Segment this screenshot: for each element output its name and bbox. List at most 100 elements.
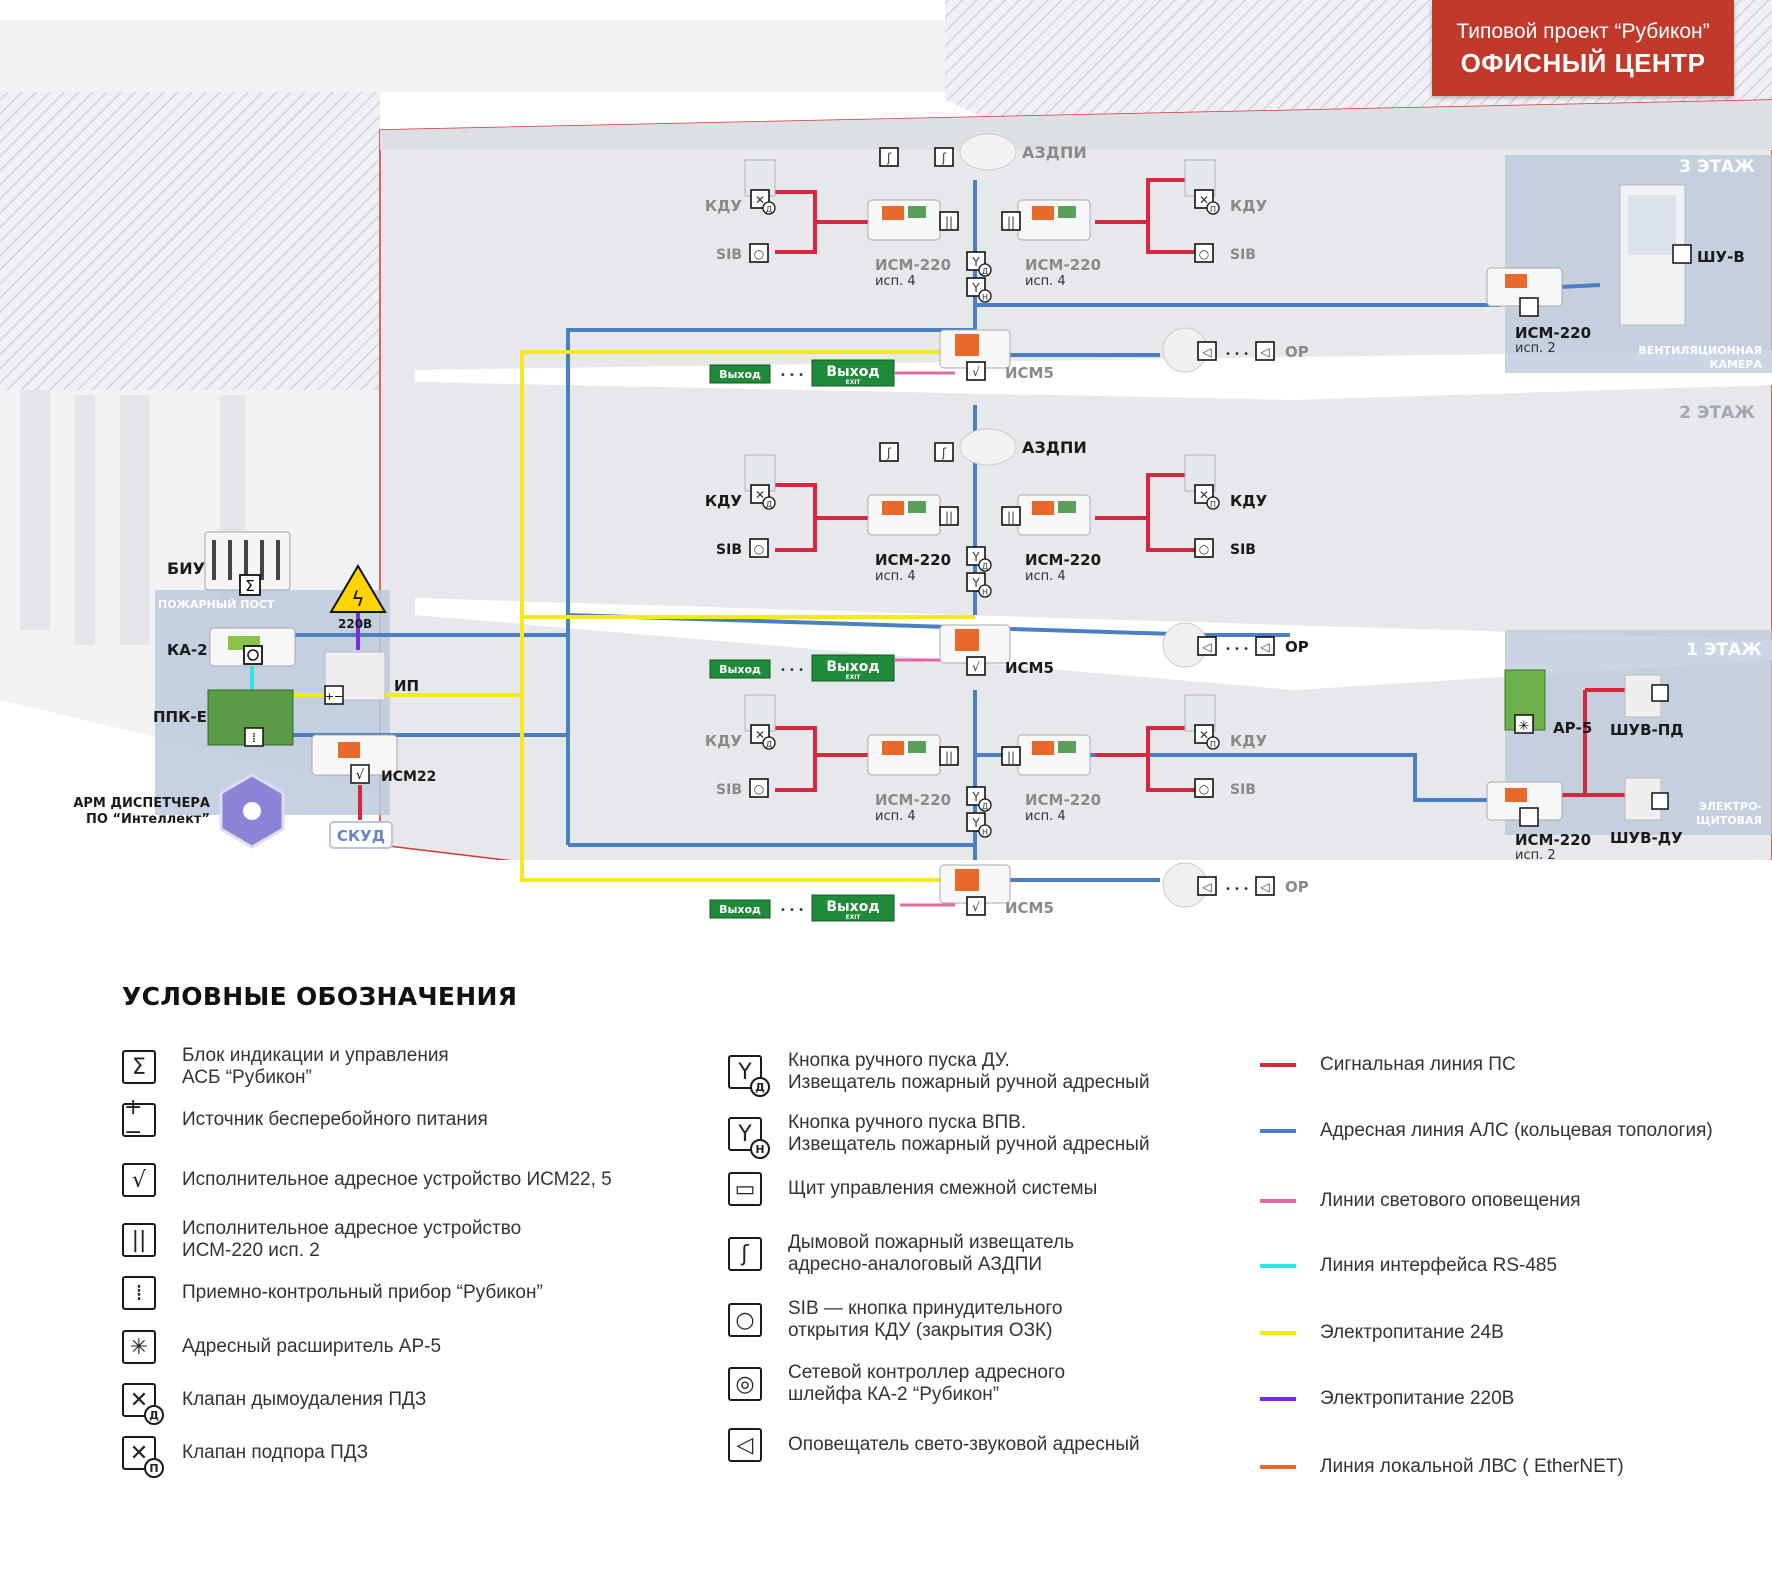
- sib-label: SIB: [716, 782, 742, 798]
- legend-item: Линия локальной ЛВС ( EtherNET): [1260, 1456, 1624, 1478]
- speaker-icon: [1197, 341, 1217, 361]
- check-icon: √: [122, 1163, 156, 1197]
- speaker-icon: [1197, 636, 1217, 656]
- legend-text: Линии светового оповещения: [1320, 1190, 1581, 1211]
- post-equipment: Σ БИУ КА-2 ⁞ ППК-Е +− ИП ϟ 220В √ ИСМ22 …: [73, 531, 436, 849]
- line-swatch: [1260, 1465, 1296, 1469]
- line-swatch: [1260, 1264, 1296, 1268]
- manual-du-icon-glyph: Y: [971, 790, 980, 804]
- manual-vpv-icon-glyph: Y: [971, 816, 980, 830]
- icon-subscript: П: [144, 1458, 164, 1478]
- smoke-detector-icon: [934, 147, 954, 167]
- elec-room-label-2: ЩИТОВАЯ: [1696, 814, 1762, 827]
- svg-text:⁞: ⁞: [252, 731, 256, 746]
- icon-subscript: Н: [750, 1139, 770, 1159]
- ism5-label: ИСМ5: [1005, 364, 1054, 382]
- legend-text: Щит управления смежной системы: [788, 1178, 1098, 1199]
- valve-p-icon: ✕П: [122, 1436, 164, 1478]
- panel-icon: [1651, 792, 1669, 810]
- manual-vpv-icon-glyph: Y: [971, 576, 980, 590]
- sib-label: SIB: [1230, 247, 1256, 263]
- check-icon: [350, 764, 370, 784]
- sigma-icon: [239, 574, 261, 596]
- manual-du-icon-sub: Д: [982, 802, 988, 811]
- legend-item: ◎Сетевой контроллер адресного шлейфа КА-…: [728, 1362, 1065, 1406]
- valve-p-icon-sub: П: [1210, 500, 1216, 509]
- ism220-right-sub: исп. 4: [1025, 809, 1066, 824]
- exit-sub-label: EXIT: [845, 674, 861, 681]
- ip-label: ИП: [394, 677, 419, 695]
- or-label: ОР: [1285, 343, 1309, 361]
- check-icon: [966, 656, 986, 676]
- ism220-vent-label: ИСМ-220: [1515, 324, 1591, 342]
- shuv-pd-label: ШУВ-ПД: [1610, 721, 1684, 739]
- double-bar-icon: [1519, 807, 1539, 827]
- legend-item: ||Исполнительное адресное устройство ИСМ…: [122, 1218, 521, 1262]
- sigma-icon: Σ: [122, 1050, 156, 1084]
- ism220-right-sub: исп. 4: [1025, 569, 1066, 584]
- legend-text: Адресный расширитель АР-5: [182, 1336, 442, 1357]
- biu-label: БИУ: [167, 559, 205, 578]
- panel-icon: ▭: [728, 1172, 762, 1206]
- valve-du-icon-glyph: ✕: [755, 193, 765, 207]
- dots: • • •: [1225, 884, 1249, 895]
- sib-button-icon: [1194, 538, 1214, 558]
- ism220-left-sub: исп. 4: [875, 809, 916, 824]
- kdu-label: КДУ: [705, 492, 743, 510]
- ups-icon: +−: [122, 1095, 156, 1145]
- double-bar-icon: [939, 211, 959, 231]
- smoke-detector-icon-glyph: ʃ: [886, 151, 892, 165]
- icon-subscript: Д: [144, 1405, 164, 1425]
- or-label: ОР: [1285, 878, 1309, 896]
- line-swatch: [1260, 1063, 1296, 1067]
- hazard-icon: [329, 564, 387, 613]
- ism220-right-label: ИСМ-220: [1025, 551, 1101, 569]
- speaker-icon-glyph: ◁: [1201, 880, 1211, 894]
- legend-text: Электропитание 24В: [1320, 1322, 1504, 1343]
- dots: • • •: [780, 370, 804, 381]
- sib-button-icon: [749, 538, 769, 558]
- sib-label: SIB: [716, 542, 742, 558]
- floor-2-label: 2 ЭТАЖ: [1679, 403, 1755, 423]
- ism220-vent-sub: исп. 2: [1515, 341, 1556, 356]
- legend-text: Дымовой пожарный извещатель адресно-анал…: [788, 1232, 1074, 1275]
- exit-big-label: Выход: [826, 364, 879, 380]
- ism220-left-label: ИСМ-220: [875, 551, 951, 569]
- manual-du-icon-sub: Д: [982, 562, 988, 571]
- line-swatch: [1260, 1129, 1296, 1133]
- ka2-controller-icon: ◎: [728, 1367, 762, 1401]
- check-icon-glyph: √: [972, 900, 980, 914]
- double-bar-icon: [1001, 211, 1021, 231]
- check-icon-glyph: √: [972, 660, 980, 674]
- floor-3-label: 3 ЭТАЖ: [1679, 157, 1755, 177]
- legend-text: Оповещатель свето-звуковой адресный: [788, 1434, 1140, 1455]
- smoke-detector-icon-glyph: ʃ: [941, 151, 947, 165]
- ism220-right-sub: исп. 4: [1025, 274, 1066, 289]
- smoke-detector-icon-glyph: ʃ: [886, 446, 892, 460]
- legend-item: Сигнальная линия ПС: [1260, 1054, 1516, 1076]
- speaker-icon-glyph: ◁: [1259, 880, 1269, 894]
- cutaway-building: [155, 99, 1772, 960]
- or-label: ОР: [1285, 638, 1309, 656]
- kdu-label: КДУ: [1230, 732, 1268, 750]
- ism220-elec-sub: исп. 2: [1515, 848, 1556, 863]
- ism5-label: ИСМ5: [1005, 899, 1054, 917]
- manual-vpv-icon-glyph: Y: [971, 281, 980, 295]
- sib-button-icon-glyph: ○: [754, 247, 764, 261]
- sib-button-icon: [1194, 778, 1214, 798]
- valve-du-icon-sub: Д: [766, 205, 772, 214]
- exit-sign-small: [709, 899, 771, 919]
- line-swatch: [1260, 1397, 1296, 1401]
- dots: • • •: [1225, 349, 1249, 360]
- legend-text: Исполнительное адресное устройство ИСМ-2…: [182, 1218, 522, 1261]
- legend-item: ○SIB — кнопка принудительного открытия К…: [728, 1298, 1063, 1342]
- exit-small-label: Выход: [719, 903, 761, 916]
- smoke-detector-icon: [879, 442, 899, 462]
- line-swatch: [1260, 1199, 1296, 1203]
- exit-sign-small: [709, 659, 771, 679]
- ism5-label: ИСМ5: [1005, 659, 1054, 677]
